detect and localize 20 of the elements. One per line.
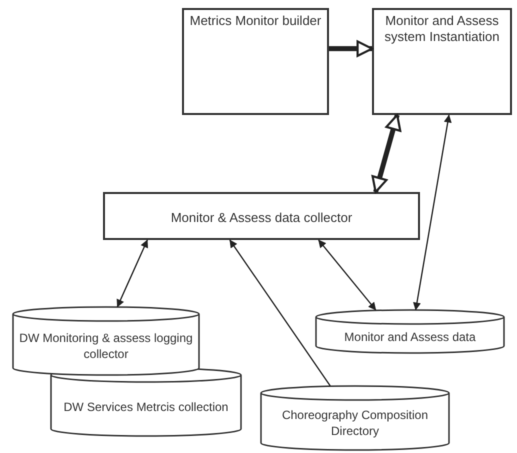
database-cylinder: [50, 368, 242, 436]
database-cylinder: [260, 386, 450, 450]
process-box: [182, 8, 329, 115]
database-cylinder: [315, 310, 505, 353]
process-box: [372, 8, 512, 115]
node-label: DW Monitoring & assess logging collector: [18, 330, 194, 362]
node-label: Monitor and Assess system Instantiation: [384, 12, 500, 45]
arrow: [329, 40, 374, 57]
process-box: [103, 192, 420, 240]
node-label: Metrics Monitor builder: [188, 12, 322, 29]
arrow: [116, 240, 148, 308]
arrow: [413, 114, 452, 310]
database-cylinder: [12, 307, 200, 375]
arrow: [229, 240, 331, 386]
node-label: Choreography Composition Directory: [280, 407, 430, 439]
arrow: [372, 114, 402, 194]
node-label: Monitor and Assess data: [343, 328, 477, 344]
node-label: Monitor & Assess data collector: [170, 208, 354, 226]
node-label: DW Services Metrcis collection: [62, 399, 230, 415]
arrow: [318, 240, 376, 310]
